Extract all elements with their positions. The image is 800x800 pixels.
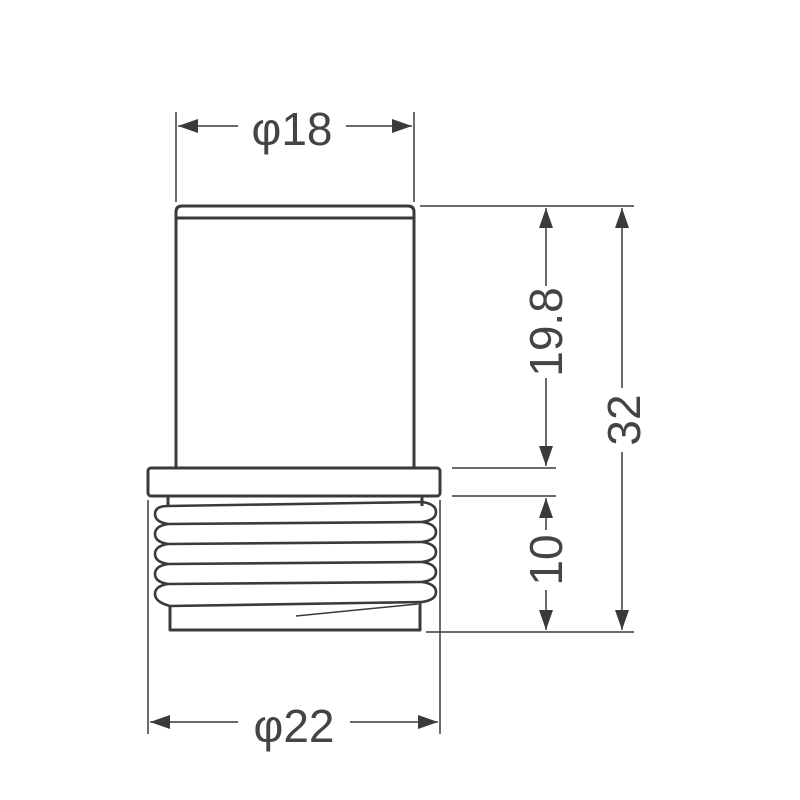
height-extension-lines xyxy=(420,205,634,633)
upper-height-dimension: 19.8 xyxy=(520,208,572,466)
upper-height-label: 19.8 xyxy=(520,287,572,377)
thread-height-label: 10 xyxy=(520,534,572,585)
total-height-label: 32 xyxy=(598,394,650,445)
flange-collar xyxy=(146,466,442,498)
top-diameter-dimension: φ18 xyxy=(175,103,415,202)
upper-tube-body xyxy=(174,204,416,468)
total-height-dimension: 32 xyxy=(598,208,650,630)
bottom-diameter-label: φ22 xyxy=(254,700,335,752)
threaded-section xyxy=(153,496,438,632)
thread-height-dimension: 10 xyxy=(520,498,572,630)
bottom-diameter-dimension: φ22 xyxy=(147,500,441,752)
top-diameter-label: φ18 xyxy=(252,103,333,155)
